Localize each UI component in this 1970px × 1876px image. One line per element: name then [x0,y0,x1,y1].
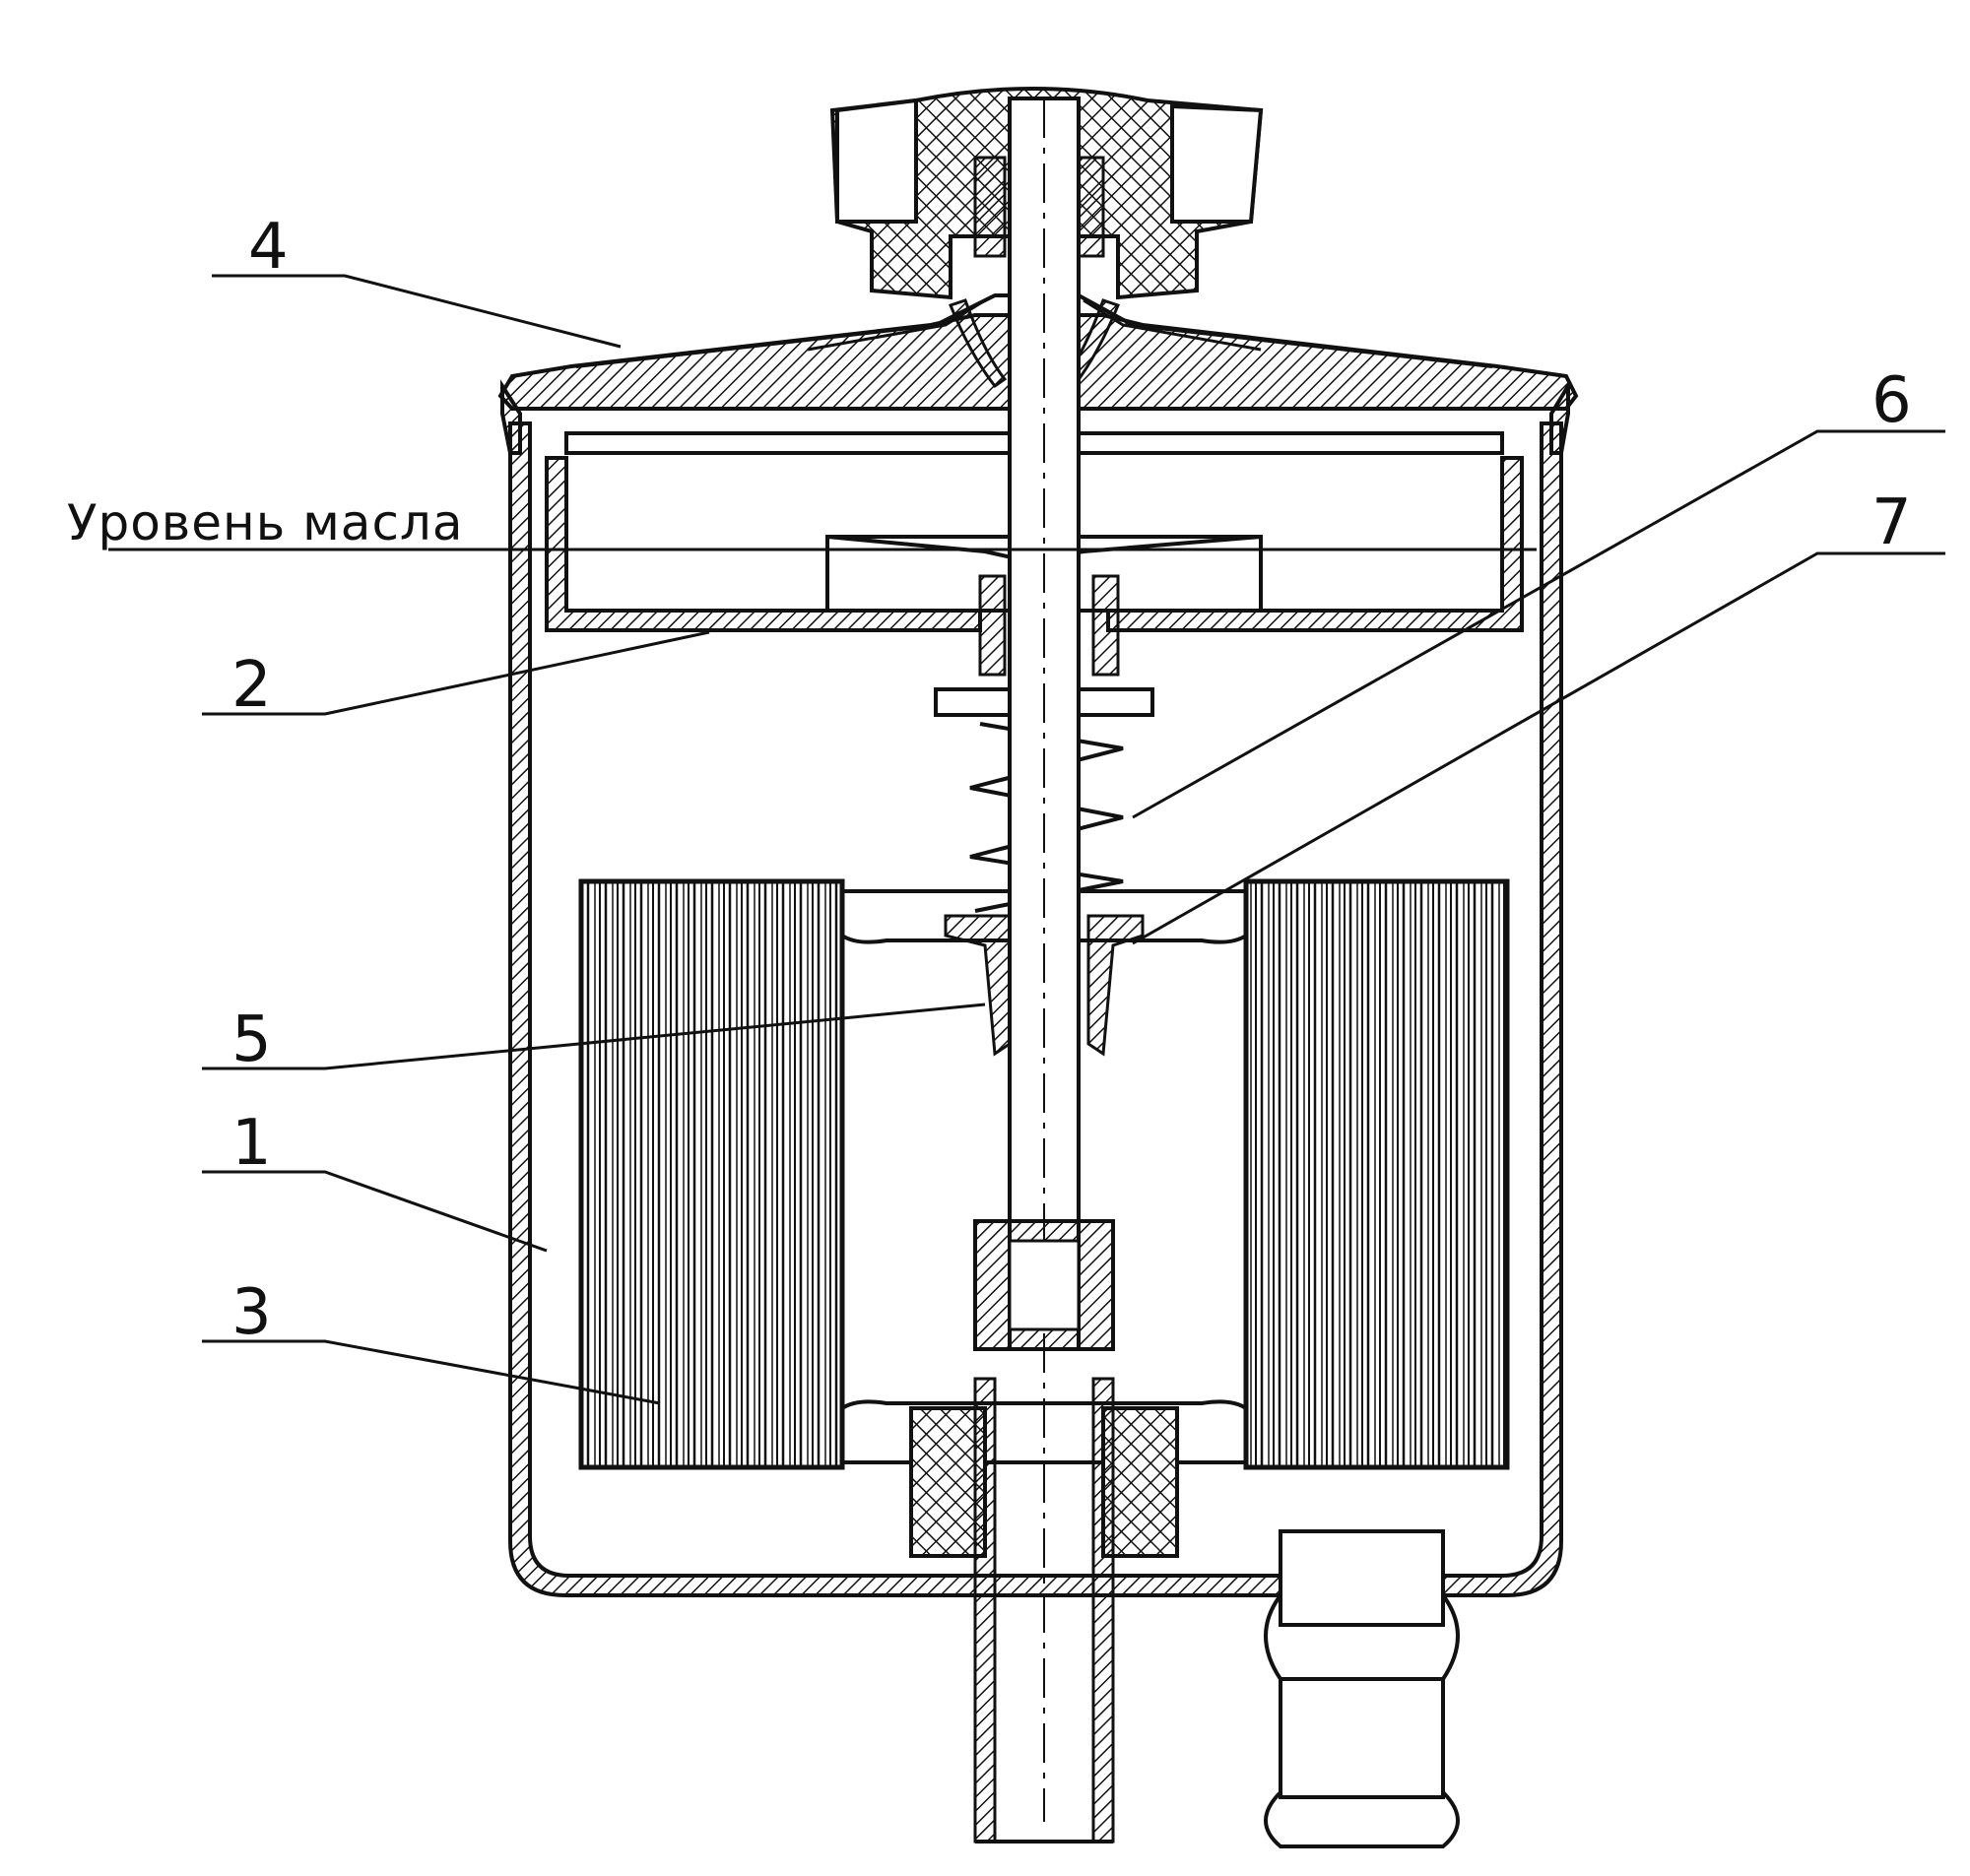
callout-1: 1 [231,1107,272,1180]
callout-4: 4 [248,211,289,284]
bottom-bushing [909,1406,1179,1558]
leader-lines [108,274,1945,1405]
central-rod [973,97,1115,1822]
callout-6: 6 [1872,364,1912,437]
callout-3: 3 [231,1276,272,1349]
callout-2: 2 [231,649,272,722]
outlet-pipe [973,1377,1115,1844]
inlet-fitting [1264,1529,1460,1848]
callout-7: 7 [1872,486,1912,559]
spring [969,722,1124,913]
filter-element [578,878,1510,1470]
callout-5: 5 [231,1003,272,1076]
oil-level-label: Уровень масла [67,494,464,551]
